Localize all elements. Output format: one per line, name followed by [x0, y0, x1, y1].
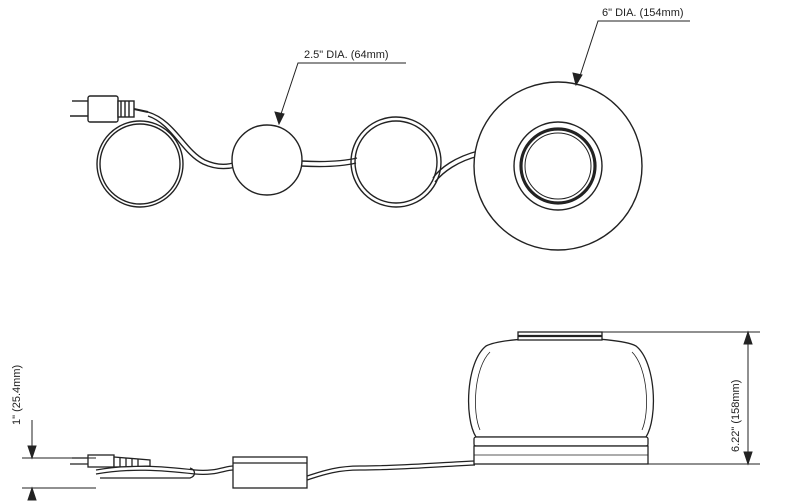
dim-base-height: [22, 420, 96, 501]
dim-total-height: [602, 330, 760, 466]
top-view: [70, 81, 643, 251]
side-view: [70, 331, 654, 489]
plug-side: [70, 454, 151, 468]
leaders-top: [274, 20, 690, 126]
lamp-cap-side: [517, 331, 603, 341]
base-height-label: 1" (25.4mm): [11, 365, 23, 425]
small-dia-label: 2.5" DIA. (64mm): [304, 49, 389, 61]
lamp-base-side: [473, 436, 649, 465]
lamp-base-top: [473, 81, 643, 251]
total-height-label: 6.22" (158mm): [730, 380, 742, 452]
plug-top: [70, 95, 149, 123]
switch-side: [232, 456, 308, 489]
cord-ring-top: [350, 116, 442, 208]
large-dia-label: 6" DIA. (154mm): [602, 7, 684, 19]
small-sphere-top: [231, 124, 303, 196]
lamp-glass-side: [468, 337, 654, 438]
